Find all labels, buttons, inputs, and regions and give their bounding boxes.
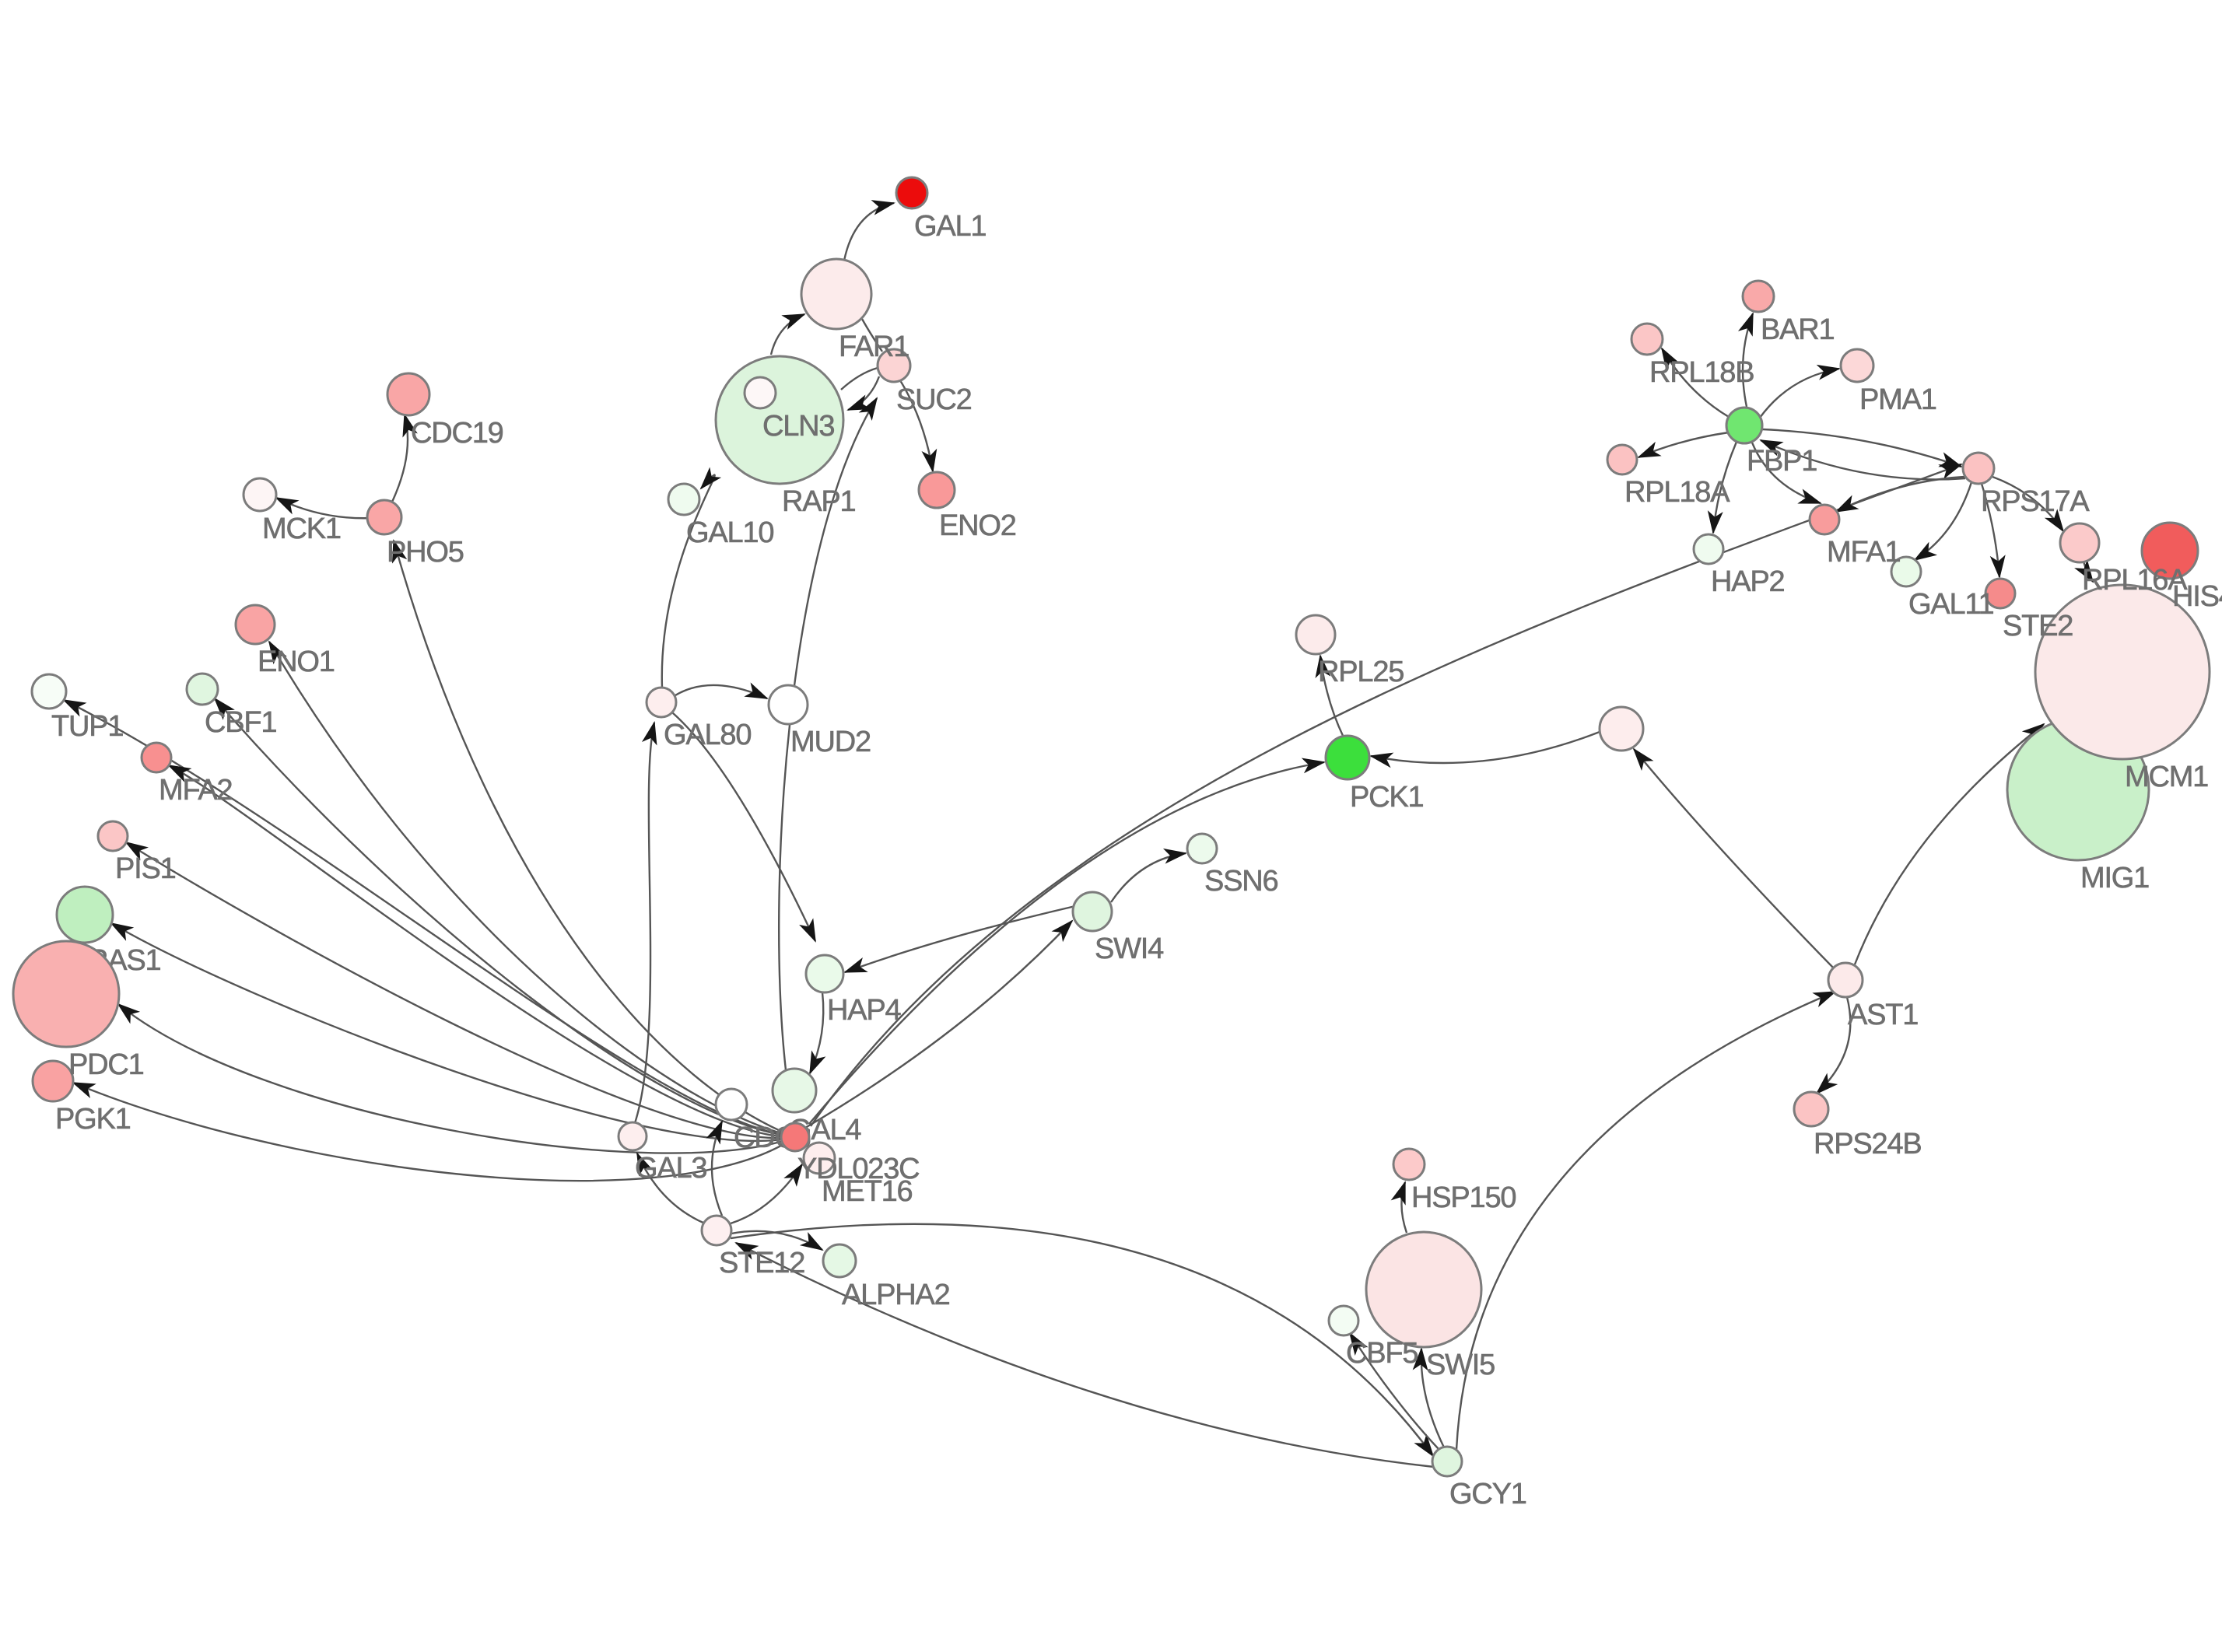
svg-text:RPL25: RPL25: [1318, 656, 1404, 688]
svg-text:PDC1: PDC1: [68, 1048, 144, 1081]
svg-text:RPS17A: RPS17A: [1981, 485, 2090, 518]
svg-text:CDC19: CDC19: [411, 417, 503, 450]
svg-text:PIS1: PIS1: [115, 852, 176, 885]
svg-text:MCK1: MCK1: [262, 513, 341, 545]
svg-text:SSN6: SSN6: [1204, 865, 1278, 898]
svg-text:FAR1: FAR1: [839, 331, 909, 363]
svg-text:AST1: AST1: [1848, 999, 1918, 1031]
svg-text:MCM1: MCM1: [2125, 761, 2208, 793]
svg-text:MIG1: MIG1: [2080, 862, 2149, 894]
svg-text:MUD2: MUD2: [790, 726, 871, 758]
svg-text:BAR1: BAR1: [1761, 313, 1835, 346]
svg-text:FBP1: FBP1: [1747, 445, 1817, 478]
svg-text:PHO5: PHO5: [387, 536, 464, 569]
svg-text:GAL11: GAL11: [1908, 588, 1994, 621]
svg-text:YDL023C: YDL023C: [797, 1153, 919, 1185]
svg-text:RPL18B: RPL18B: [1649, 356, 1754, 389]
svg-text:MFA1: MFA1: [1827, 536, 1901, 569]
svg-text:STE2: STE2: [2003, 610, 2073, 642]
svg-text:HAP2: HAP2: [1711, 565, 1785, 598]
svg-text:CBF1: CBF1: [205, 706, 276, 739]
svg-text:HIS4: HIS4: [2172, 580, 2222, 613]
svg-text:ENO1: ENO1: [258, 646, 335, 678]
svg-text:GAL80: GAL80: [664, 719, 751, 751]
svg-text:SWI4: SWI4: [1095, 933, 1164, 965]
svg-text:ENO2: ENO2: [939, 509, 1016, 542]
svg-text:CLN3: CLN3: [762, 410, 834, 443]
svg-text:ALPHA2: ALPHA2: [842, 1279, 950, 1311]
svg-text:MET16: MET16: [822, 1175, 913, 1208]
svg-text:CBF5: CBF5: [1346, 1337, 1418, 1370]
svg-text:TUP1: TUP1: [51, 710, 123, 743]
svg-text:GCY1: GCY1: [1449, 1478, 1526, 1510]
svg-text:SWI5: SWI5: [1426, 1349, 1495, 1381]
svg-text:STE12: STE12: [719, 1247, 804, 1279]
svg-text:RAP1: RAP1: [782, 485, 856, 518]
svg-text:MFA2: MFA2: [159, 774, 233, 807]
svg-text:HAP4: HAP4: [827, 994, 902, 1027]
svg-text:GAL1: GAL1: [914, 210, 986, 243]
svg-text:RPL18A: RPL18A: [1624, 476, 1730, 509]
svg-text:GAL3: GAL3: [635, 1152, 706, 1185]
svg-text:PMA1: PMA1: [1859, 383, 1936, 416]
svg-text:PGK1: PGK1: [55, 1103, 131, 1136]
svg-text:RPL16A: RPL16A: [2082, 564, 2188, 597]
svg-text:PCK1: PCK1: [1350, 781, 1424, 814]
svg-text:RPS24B: RPS24B: [1814, 1128, 1922, 1160]
svg-text:HSP150: HSP150: [1411, 1181, 1516, 1214]
svg-text:GAL10: GAL10: [686, 516, 773, 549]
svg-text:SUC2: SUC2: [896, 383, 972, 416]
